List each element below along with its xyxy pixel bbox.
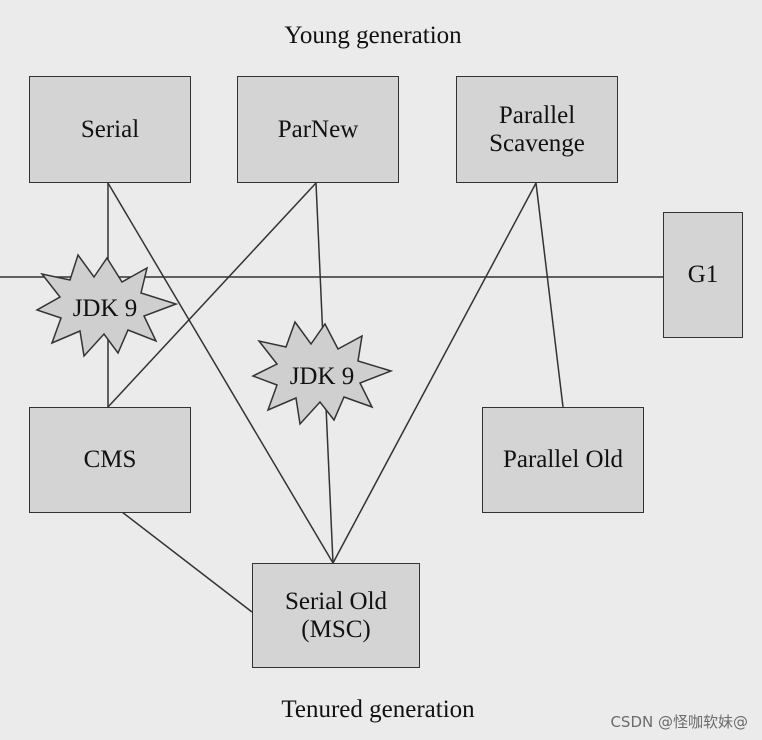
collector-label: ParNew [277,115,359,143]
collector-parnew: ParNew [237,76,399,183]
collector-g1: G1 [663,212,743,338]
link-scavenge-parallelold [535,182,564,408]
collector-label-line1: Serial Old [284,587,388,615]
jdk9-badge-center: JDK 9 [251,320,394,426]
collector-serial: Serial [29,76,191,183]
collector-cms: CMS [29,407,191,513]
tenured-generation-title: Tenured generation [281,696,475,723]
watermark: CSDN @怪咖软妹@ [610,713,748,731]
collector-label-line2: (MSC) [301,615,371,643]
jdk9-badge-left: JDK 9 [35,253,179,358]
collector-label: CMS [83,446,137,473]
collector-label: Serial [80,115,140,143]
jdk9-label: JDK 9 [73,295,138,322]
collector-serial-old: Serial Old (MSC) [252,563,420,668]
collector-label-line1: Parallel [498,101,576,129]
link-cms-serialold [121,511,253,613]
collector-label: Parallel Old [502,446,624,473]
jdk9-label: JDK 9 [290,363,355,390]
link-scavenge-serialold [332,182,537,564]
starburst-shape [251,320,394,426]
starburst-shape [35,253,179,358]
collector-label-line2: Scavenge [489,129,585,157]
collector-label: G1 [687,261,719,288]
link-serial-serialold [107,182,334,564]
young-generation-title: Young generation [284,22,462,49]
link-parnew-cms [107,182,317,408]
collector-parallel-scavenge: Parallel Scavenge [456,76,618,183]
collector-parallel-old: Parallel Old [482,407,644,513]
